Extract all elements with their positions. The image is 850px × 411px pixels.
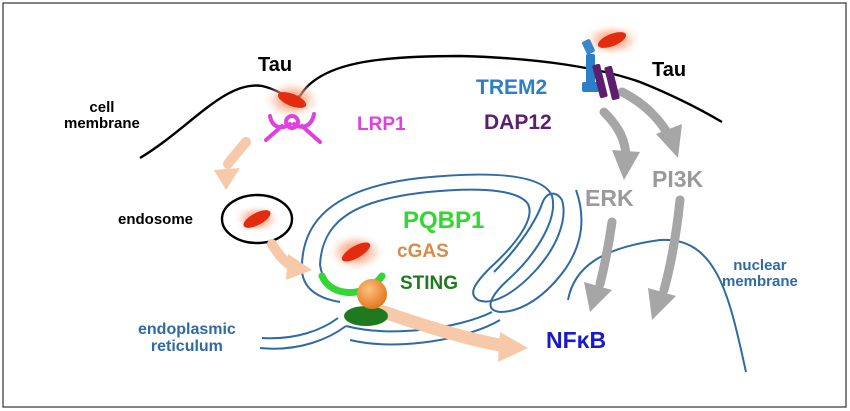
pqbp1-label: PQBP1	[403, 207, 485, 234]
tau-aggregate-endosome	[233, 204, 281, 234]
nuclear-membrane	[567, 238, 747, 373]
cell-membrane	[139, 54, 723, 160]
sting-protein	[344, 306, 388, 326]
nuclear-membrane-label: nuclear membrane	[722, 258, 798, 290]
er-label-line2: reticulum	[150, 337, 223, 355]
lrp1-label: LRP1	[357, 114, 406, 135]
tau-aggregate-lrp1	[262, 80, 322, 120]
signaling-arrows	[584, 87, 685, 320]
trafficking-arrows	[214, 137, 528, 362]
cell-membrane-label: cell membrane	[64, 100, 140, 132]
tau-label-right: Tau	[652, 59, 687, 81]
cell-membrane-label-line2: membrane	[64, 114, 140, 132]
endosome-label: endosome	[118, 211, 194, 228]
nuclear-membrane-label-line2: membrane	[722, 272, 798, 290]
tau-label-left: Tau	[258, 54, 293, 76]
er-label-line1: endoplasmic	[138, 321, 236, 338]
nuclear-membrane-label-line1: nuclear	[733, 257, 787, 274]
tau-aggregate-trem2	[582, 23, 642, 57]
nfkb-label: NFκB	[546, 327, 607, 353]
cgas-label: cGAS	[397, 241, 449, 262]
er-label: endoplasmic reticulum	[138, 321, 236, 356]
erk-label: ERK	[585, 185, 634, 211]
sting-label: STING	[400, 273, 459, 294]
tau-aggregate-pqbp1	[326, 232, 386, 272]
dap12-label: DAP12	[484, 111, 552, 134]
pi3k-label: PI3K	[652, 166, 704, 192]
cgas-protein	[357, 279, 387, 309]
trem2-label: TREM2	[476, 76, 548, 99]
trem2-receptor	[582, 39, 599, 92]
endoplasmic-reticulum	[259, 173, 583, 350]
cell-membrane-label-line1: cell	[89, 99, 115, 116]
dap12-adaptor	[592, 63, 620, 101]
lrp1-receptor	[264, 112, 322, 144]
